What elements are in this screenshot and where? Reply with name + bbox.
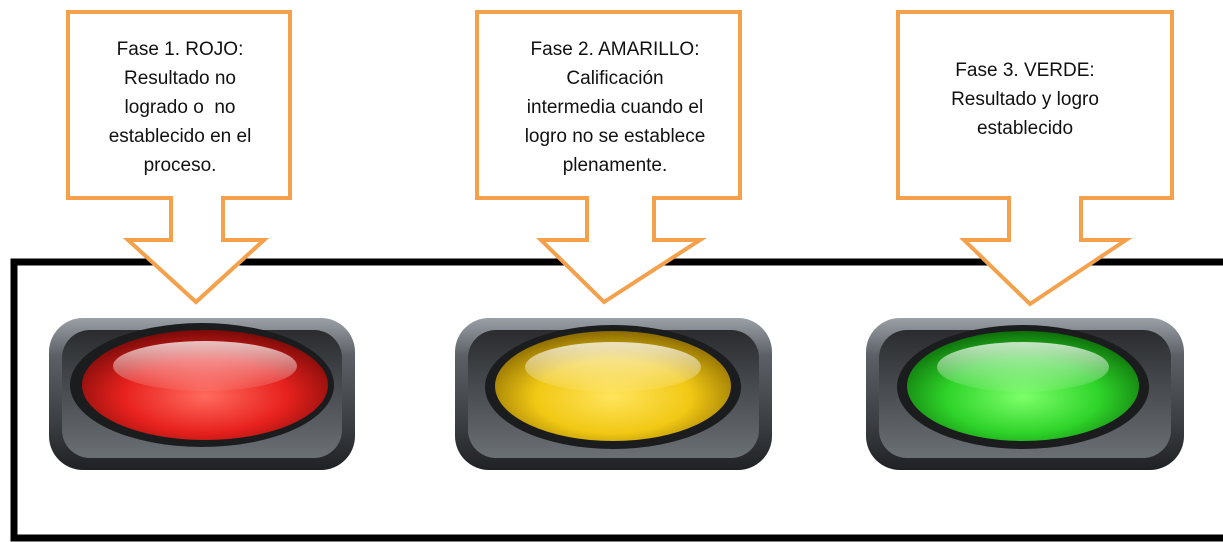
callout-text-phase-3: Fase 3. VERDE: Resultado y logro estable… <box>900 56 1150 143</box>
callout-text-phase-2: Fase 2. AMARILLO: Calificación intermedi… <box>490 35 740 180</box>
phase-1-line-4: establecido en el <box>108 126 252 147</box>
phase-1-line-3: logrado o no <box>124 97 236 118</box>
callout-box-phase-3 <box>896 10 1174 307</box>
phase-3-line-2: Resultado y logro <box>951 89 1099 110</box>
phase-1-line-2: Resultado no <box>124 68 236 89</box>
phase-2-line-3: intermedia cuando el <box>526 97 704 118</box>
callout-text-phase-1: Fase 1. ROJO: Resultado no logrado o no … <box>85 35 275 180</box>
phase-1-title: Fase 1. ROJO: <box>116 39 244 60</box>
traffic-light-red <box>49 318 355 470</box>
phase-3-line-3: establecido <box>976 118 1074 139</box>
phase-2-line-5: plenamente. <box>562 155 668 176</box>
callout-box-phase-2 <box>475 10 742 305</box>
phase-2-title: Fase 2. AMARILLO: <box>530 39 700 60</box>
phase-2-line-4: logro no se establece <box>524 126 706 147</box>
phase-3-title: Fase 3. VERDE: <box>955 60 1095 81</box>
callout-box-phase-1 <box>66 10 292 305</box>
traffic-light-green <box>866 318 1184 470</box>
phase-1-line-5: proceso. <box>143 155 217 176</box>
traffic-light-yellow <box>455 318 772 470</box>
phase-2-line-2: Calificación <box>566 68 664 89</box>
